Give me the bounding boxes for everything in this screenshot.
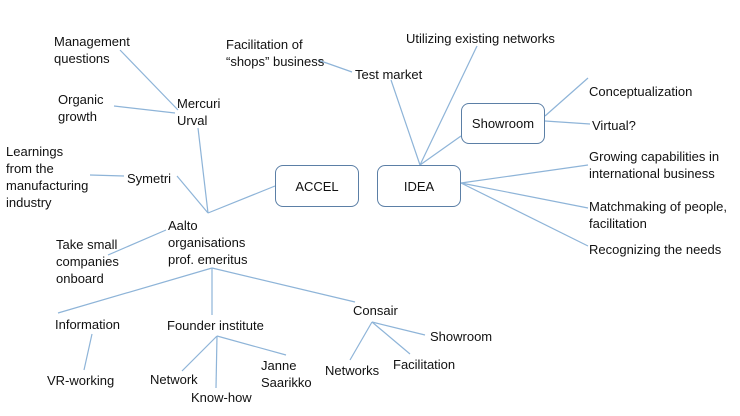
consair-showroom-label: Showroom <box>430 329 493 344</box>
network-label: Network <box>150 372 198 387</box>
connector-line <box>460 164 589 184</box>
connector-line <box>181 335 218 372</box>
connector-line <box>544 77 589 117</box>
know-how-label: Know-how <box>191 390 252 405</box>
connector-line <box>176 175 209 214</box>
conceptualization-label: Conceptualization <box>589 84 693 99</box>
connector-line <box>544 120 591 125</box>
matchmaking-label: Matchmaking of people, facilitation <box>589 199 728 231</box>
facilitation-shops-label: Facilitation of “shops” business <box>226 37 325 69</box>
utilizing-networks-label: Utilizing existing networks <box>406 31 555 46</box>
founder-institute-label: Founder institute <box>167 318 264 333</box>
connector-line <box>83 333 93 371</box>
connector-line <box>460 182 589 209</box>
connector-line <box>207 185 276 214</box>
connector-line <box>419 45 478 166</box>
connector-line <box>317 59 353 73</box>
learnings-label: Learnings from the manufacturing industr… <box>6 144 89 210</box>
connector-line <box>460 182 589 247</box>
connector-line <box>371 321 426 336</box>
networks-label: Networks <box>325 363 380 378</box>
connector-line <box>119 49 179 111</box>
connector-line <box>349 321 373 361</box>
organic-growth-label: Organic growth <box>58 92 104 124</box>
janne-saarikko-label: Janne Saarikko <box>261 358 312 390</box>
aalto-label: Aalto organisations prof. emeritus <box>168 218 248 267</box>
connector-line <box>215 335 218 389</box>
connector-line <box>89 174 125 177</box>
management-questions-label: Management questions <box>54 34 130 66</box>
showroom-node: Showroom <box>461 103 545 144</box>
connector-line <box>107 229 167 256</box>
accel-node: ACCEL <box>275 165 359 207</box>
virtual-label: Virtual? <box>592 118 636 133</box>
growing-capabilities-label: Growing capabilities in international bu… <box>589 149 720 181</box>
connector-line <box>216 335 287 356</box>
test-market-label: Test market <box>355 67 423 82</box>
symetri-label: Symetri <box>127 171 172 186</box>
connector-line <box>197 127 209 214</box>
mercuri-urval-label: Mercuri Urval <box>177 96 221 128</box>
vr-working-label: VR-working <box>47 373 115 388</box>
connector-line <box>57 267 213 314</box>
information-label: Information <box>55 317 121 332</box>
connector-line <box>113 105 176 114</box>
connector-line <box>419 135 462 166</box>
connector-line <box>390 79 421 166</box>
facilitation-label: Facilitation <box>393 357 456 372</box>
connector-line <box>211 267 356 303</box>
consair-label: Consair <box>353 303 398 318</box>
connector-line <box>371 321 411 355</box>
idea-node: IDEA <box>377 165 461 207</box>
recognizing-needs-label: Recognizing the needs <box>589 242 722 257</box>
take-small-label: Take small companies onboard <box>56 237 119 286</box>
